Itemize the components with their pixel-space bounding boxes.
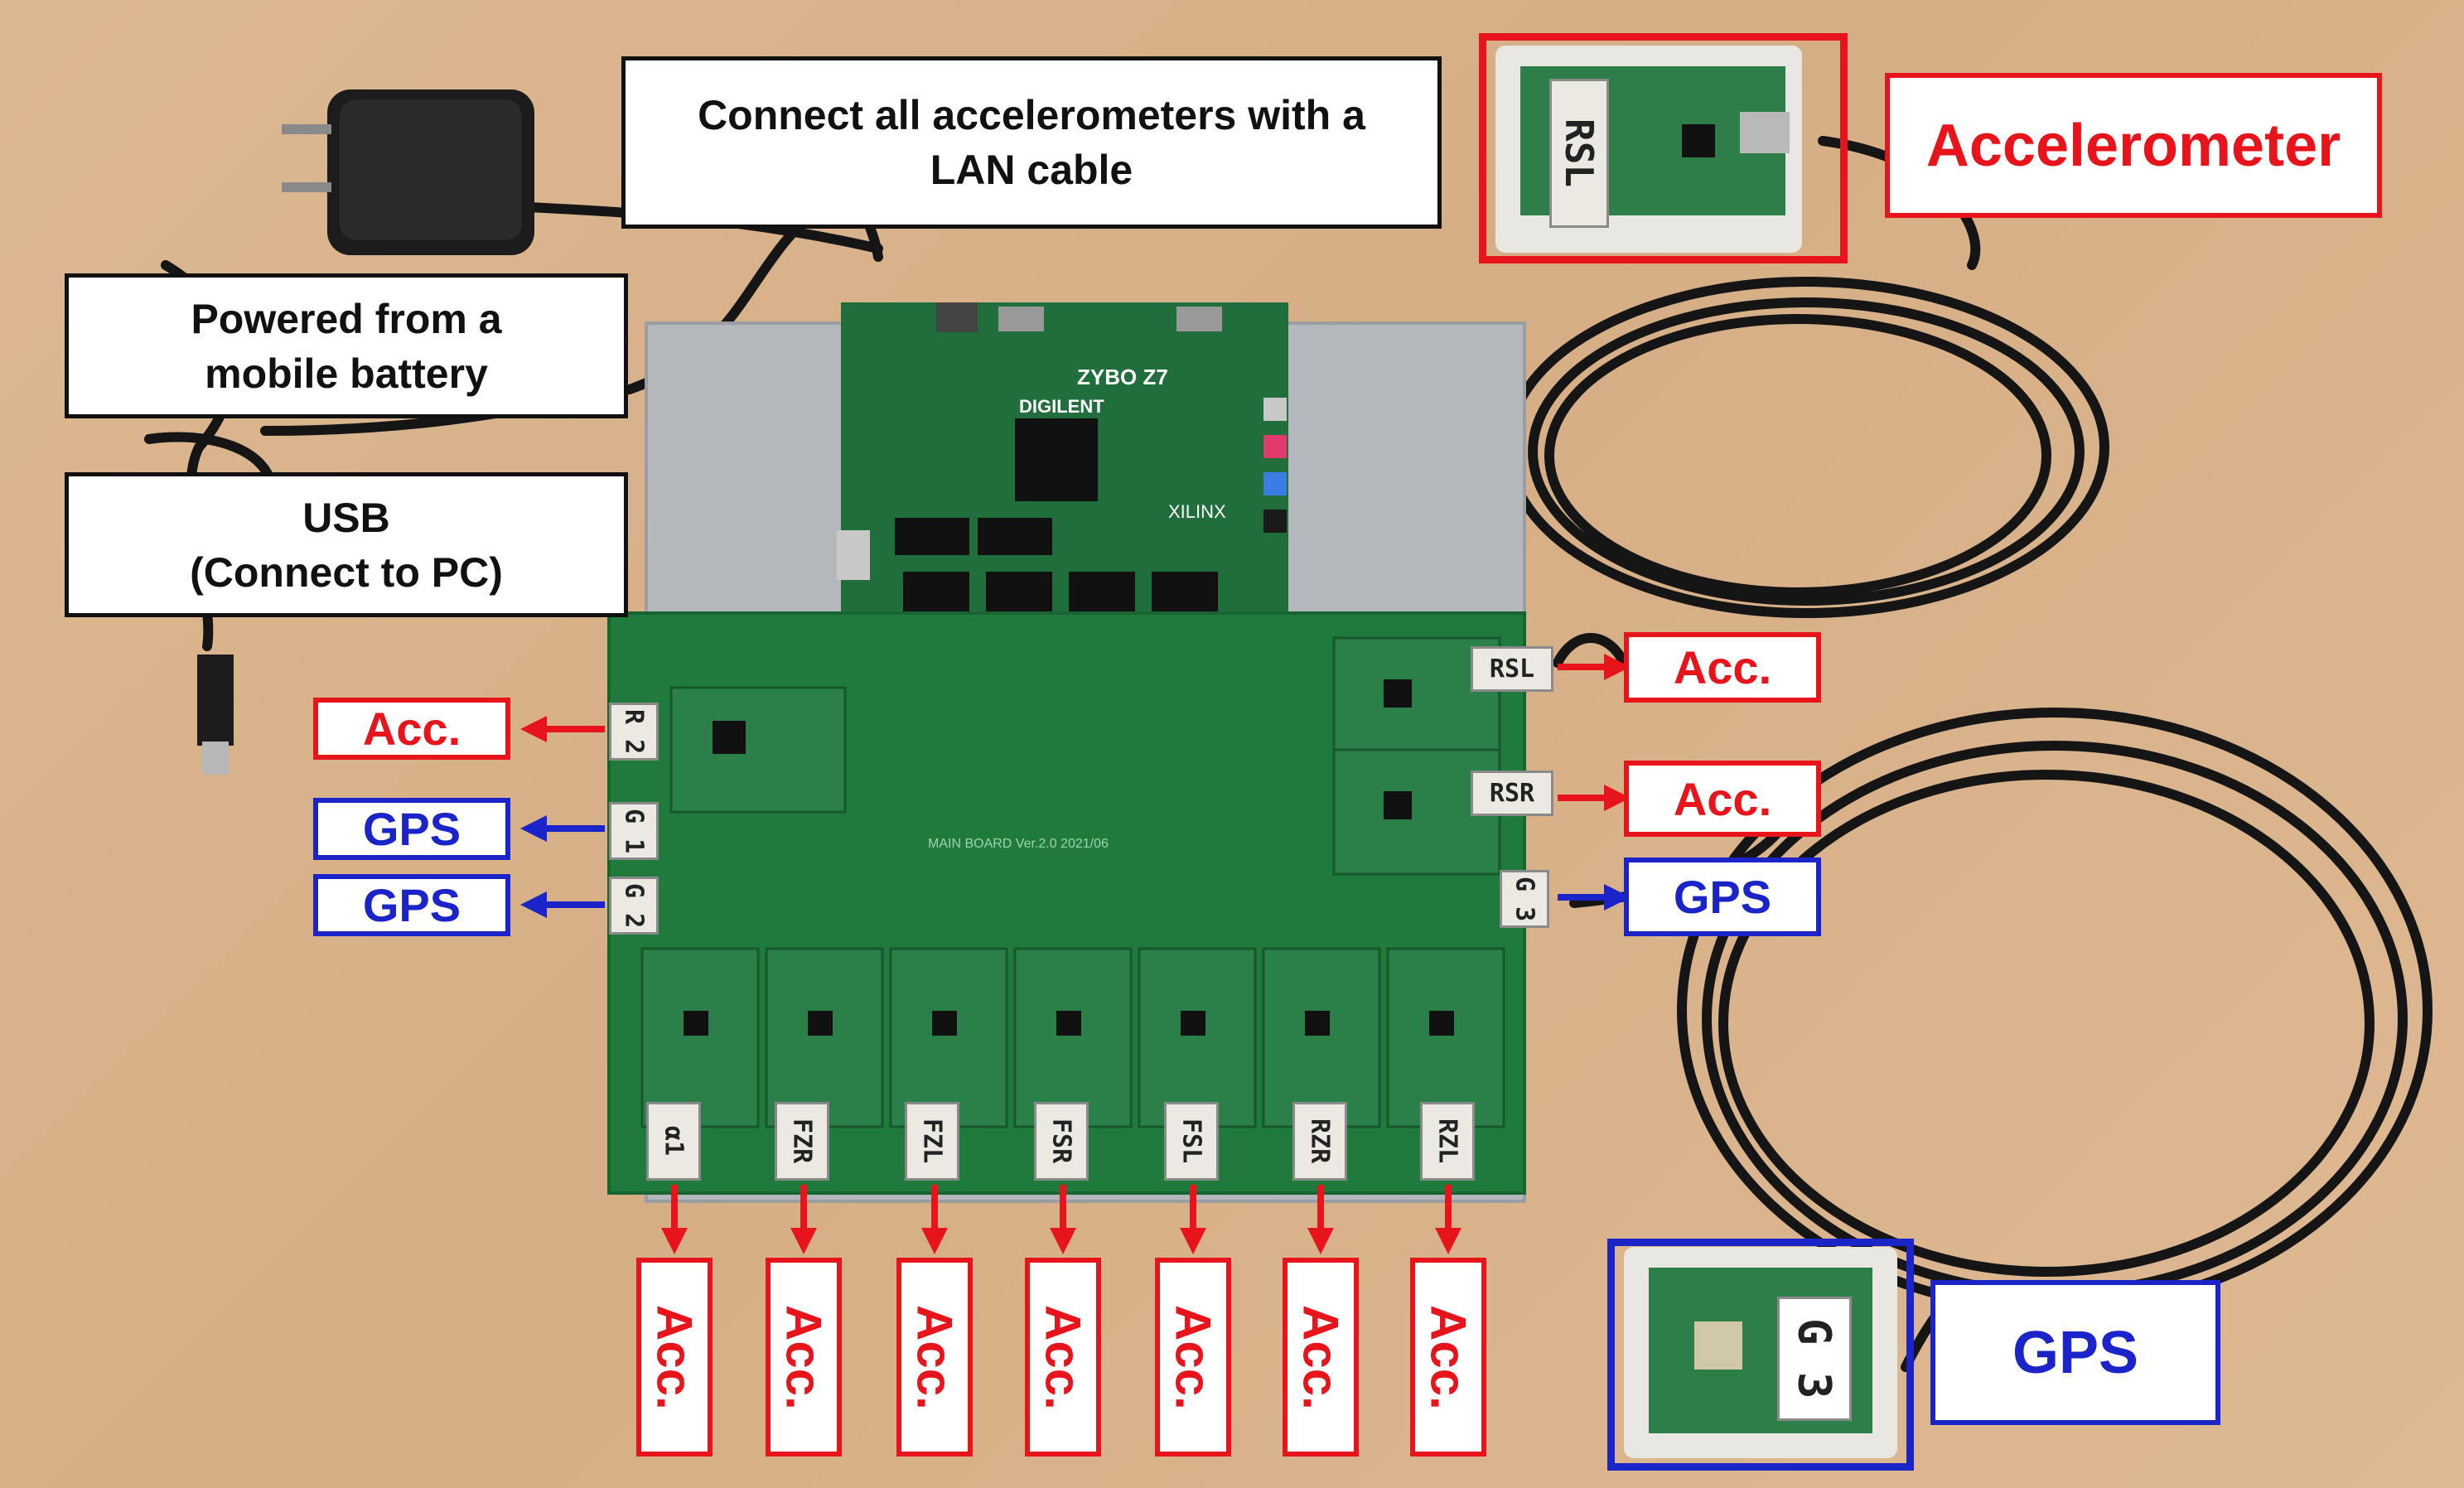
acc-label-bottom: Acc.: [766, 1258, 842, 1457]
module-tag-g3: G 3: [1777, 1297, 1852, 1421]
usb-plug: [197, 655, 234, 775]
module-tag-rsl: RSL: [1549, 79, 1609, 228]
acc-label-right-2: Acc.: [1624, 761, 1821, 837]
acc-label-bottom: Acc.: [1155, 1258, 1231, 1457]
side-tag-rsr: RSR: [1471, 771, 1553, 816]
zybo-board: [837, 302, 1288, 642]
callout-accelerometer: Accelerometer: [1885, 73, 2382, 218]
side-tag-g2: G 2: [609, 877, 659, 935]
sensor-tag: FZR: [775, 1102, 829, 1181]
gps-highlight: [1607, 1239, 1914, 1471]
acc-label-bottom: Acc.: [896, 1258, 973, 1457]
side-tag-rsl: RSL: [1471, 646, 1553, 692]
acc-label-bottom: Acc.: [636, 1258, 713, 1457]
callout-power: Powered from a mobile battery: [65, 273, 628, 418]
callout-usb-line1: USB: [302, 494, 390, 541]
board-chip: XILINX: [1168, 501, 1226, 522]
gps-label-left-1: GPS: [313, 798, 510, 860]
gps-label-right: GPS: [1624, 858, 1821, 936]
sensor-tag: FSL: [1164, 1102, 1219, 1181]
side-tag-g1: G 1: [609, 802, 659, 860]
gps-label-left-2: GPS: [313, 874, 510, 936]
accelerometer-highlight: [1479, 33, 1848, 263]
board-brand: ZYBO Z7: [1077, 365, 1168, 389]
sensor-tag: FZL: [905, 1102, 959, 1181]
sensor-chips: [684, 679, 1454, 1036]
acc-label-bottom: Acc.: [1025, 1258, 1101, 1457]
sensor-tag: RZR: [1292, 1102, 1347, 1181]
sensor-boards: [640, 636, 1505, 1128]
callout-usb: USB (Connect to PC): [65, 472, 628, 617]
acc-label-bottom: Acc.: [1283, 1258, 1359, 1457]
power-adapter: [282, 89, 534, 255]
side-tag-r2: R 2: [609, 703, 659, 761]
acc-label-bottom: Acc.: [1410, 1258, 1486, 1457]
arrows: [520, 654, 1631, 1254]
acc-label-left: Acc.: [313, 698, 510, 760]
callout-connect: Connect all accelerometers with a LAN ca…: [621, 56, 1442, 229]
acc-label-right-1: Acc.: [1624, 632, 1821, 703]
sensor-tag: FSR: [1034, 1102, 1089, 1181]
callout-gps-module: GPS: [1930, 1280, 2220, 1425]
callout-usb-line2: (Connect to PC): [190, 548, 503, 596]
board-vendor: DIGILENT: [1019, 396, 1104, 417]
side-tag-g3: G 3: [1500, 870, 1549, 928]
board-main: MAIN BOARD Ver.2.0 2021/06: [928, 837, 1109, 851]
sensor-tag: α1: [646, 1102, 701, 1181]
sensor-tag: RZL: [1420, 1102, 1475, 1181]
